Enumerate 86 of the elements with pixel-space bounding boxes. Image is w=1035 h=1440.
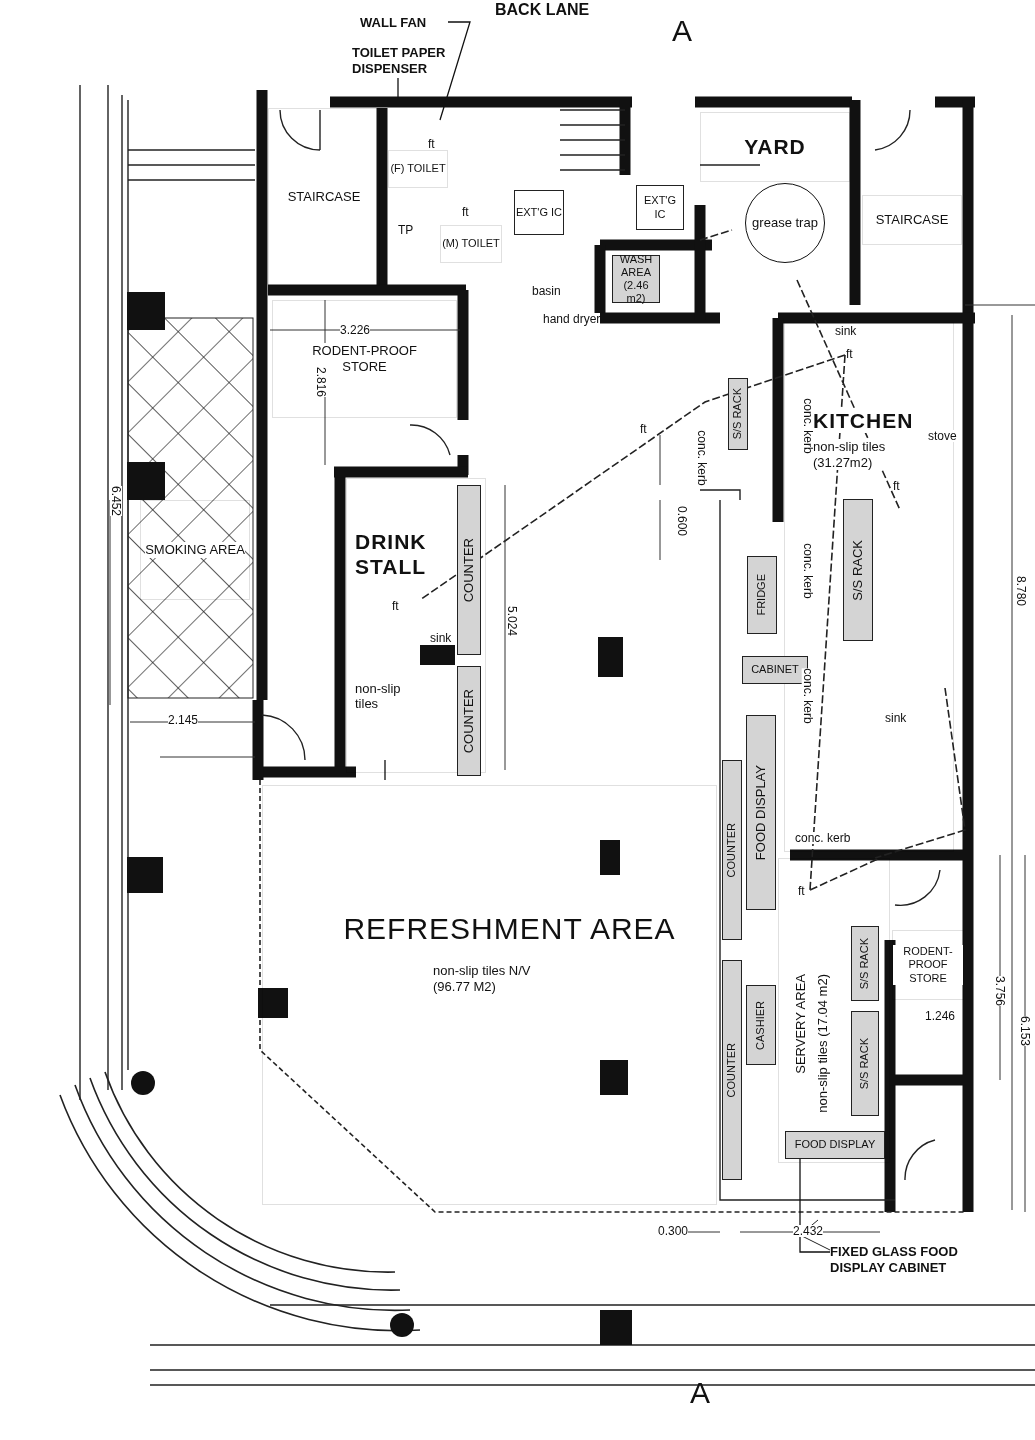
dimension-label: 5.024 xyxy=(506,606,518,636)
plan-label: ft xyxy=(392,600,399,612)
rack xyxy=(851,1011,879,1116)
fixture-label: S/S RACK xyxy=(858,1037,872,1090)
fixture-label: COUNTER xyxy=(461,688,477,754)
wash-area-box xyxy=(612,255,660,303)
plan-label: conc. kerb xyxy=(801,543,814,599)
rack xyxy=(728,378,748,450)
fixture-label: WASH AREA (2.46 m2) xyxy=(618,252,654,306)
room-name: SMOKING AREA xyxy=(145,542,245,558)
dimension-label: 8.780 xyxy=(1015,576,1027,606)
dimension-label: 3.226 xyxy=(340,324,371,336)
store-room xyxy=(272,300,457,418)
counter xyxy=(722,760,742,940)
plan-label: sink xyxy=(885,712,907,724)
counter xyxy=(457,485,481,655)
rack xyxy=(851,926,879,1001)
fixture-label: COUNTER xyxy=(461,537,477,603)
servery-area xyxy=(778,858,890,1163)
plan-label: conc. kerb xyxy=(801,668,814,724)
callout-label: FIXED GLASS FOOD DISPLAY CABINET xyxy=(830,1244,959,1276)
plan-label: conc. kerb xyxy=(795,832,851,844)
fridge xyxy=(747,556,777,634)
dimension-label: 0.600 xyxy=(676,506,688,536)
plan-label: BACK LANE xyxy=(495,2,590,18)
plan-label: TP xyxy=(398,224,414,236)
fixture-label: FOOD DISPLAY xyxy=(794,1138,876,1152)
fixture-label: S/S RACK xyxy=(858,937,872,990)
dimension-label: 6.452 xyxy=(110,486,122,516)
plan-label: hand dryer xyxy=(543,313,601,325)
room-name: RODENT-PROOF STORE xyxy=(893,945,963,985)
dimension-label: 2.816 xyxy=(315,367,327,397)
plan-label: ft xyxy=(462,206,469,218)
fixture-label: grease trap xyxy=(752,215,818,231)
fixture-label: CASHIER xyxy=(754,1000,768,1050)
room-name: KITCHEN xyxy=(813,408,914,434)
dimension-label: 2.432 xyxy=(793,1225,824,1237)
refreshment-area xyxy=(262,785,717,1205)
fixture-label: CABINET xyxy=(751,663,799,677)
fixture-label: COUNTER xyxy=(725,822,739,878)
staircase-area xyxy=(862,195,962,245)
dimension-label: 6.153 xyxy=(1019,1016,1031,1046)
store-room xyxy=(892,930,964,1000)
food-display xyxy=(785,1131,885,1159)
plan-label: conc. kerb xyxy=(695,430,708,486)
plan-label: A xyxy=(672,16,692,46)
staircase-area xyxy=(268,108,380,286)
callout-label: WALL FAN xyxy=(360,15,427,31)
drink-stall-area xyxy=(346,478,486,773)
fixture-label: S/S RACK xyxy=(850,539,866,601)
smoking-area xyxy=(140,500,250,600)
plan-label: ft xyxy=(798,885,805,897)
toilet-room xyxy=(388,150,448,188)
plan-label: sink xyxy=(835,325,857,337)
room-name: (F) TOILET xyxy=(390,162,446,176)
food-display xyxy=(746,715,776,910)
plan-label: ft xyxy=(640,423,647,435)
fixture-label: FOOD DISPLAY xyxy=(753,764,769,861)
yard-area xyxy=(700,112,850,182)
room-name: (M) TOILET xyxy=(442,237,500,251)
plan-label: stove xyxy=(928,430,957,442)
dimension-label: 1.246 xyxy=(925,1010,956,1022)
plan-label: basin xyxy=(532,285,561,297)
dimension-label: 2.145 xyxy=(168,714,199,726)
fixture-label: COUNTER xyxy=(725,1042,739,1098)
fixture-label: EXT'G IC xyxy=(642,194,678,221)
extinguisher-box xyxy=(514,190,564,235)
fixture-label: FRIDGE xyxy=(755,574,769,616)
rack xyxy=(843,499,873,641)
plan-label: A xyxy=(690,1378,710,1408)
plan-label: conc. kerb xyxy=(801,398,814,454)
counter xyxy=(722,960,742,1180)
callout-label: TOILET PAPER DISPENSER xyxy=(352,45,447,77)
cashier-counter xyxy=(746,985,776,1065)
plan-label: ft xyxy=(893,480,900,492)
fixture-label: S/S RACK xyxy=(731,388,745,440)
dimension-label: 3.756 xyxy=(994,976,1006,1006)
fixture-label: EXT'G IC xyxy=(515,205,563,220)
leader-line xyxy=(799,1158,831,1253)
extinguisher-box xyxy=(636,185,684,230)
dimension-label: 0.300 xyxy=(658,1225,689,1237)
plan-label: sink xyxy=(430,632,452,644)
leader-line xyxy=(439,21,471,121)
toilet-room xyxy=(440,225,502,263)
plan-label: ft xyxy=(846,348,853,360)
counter xyxy=(457,666,481,776)
